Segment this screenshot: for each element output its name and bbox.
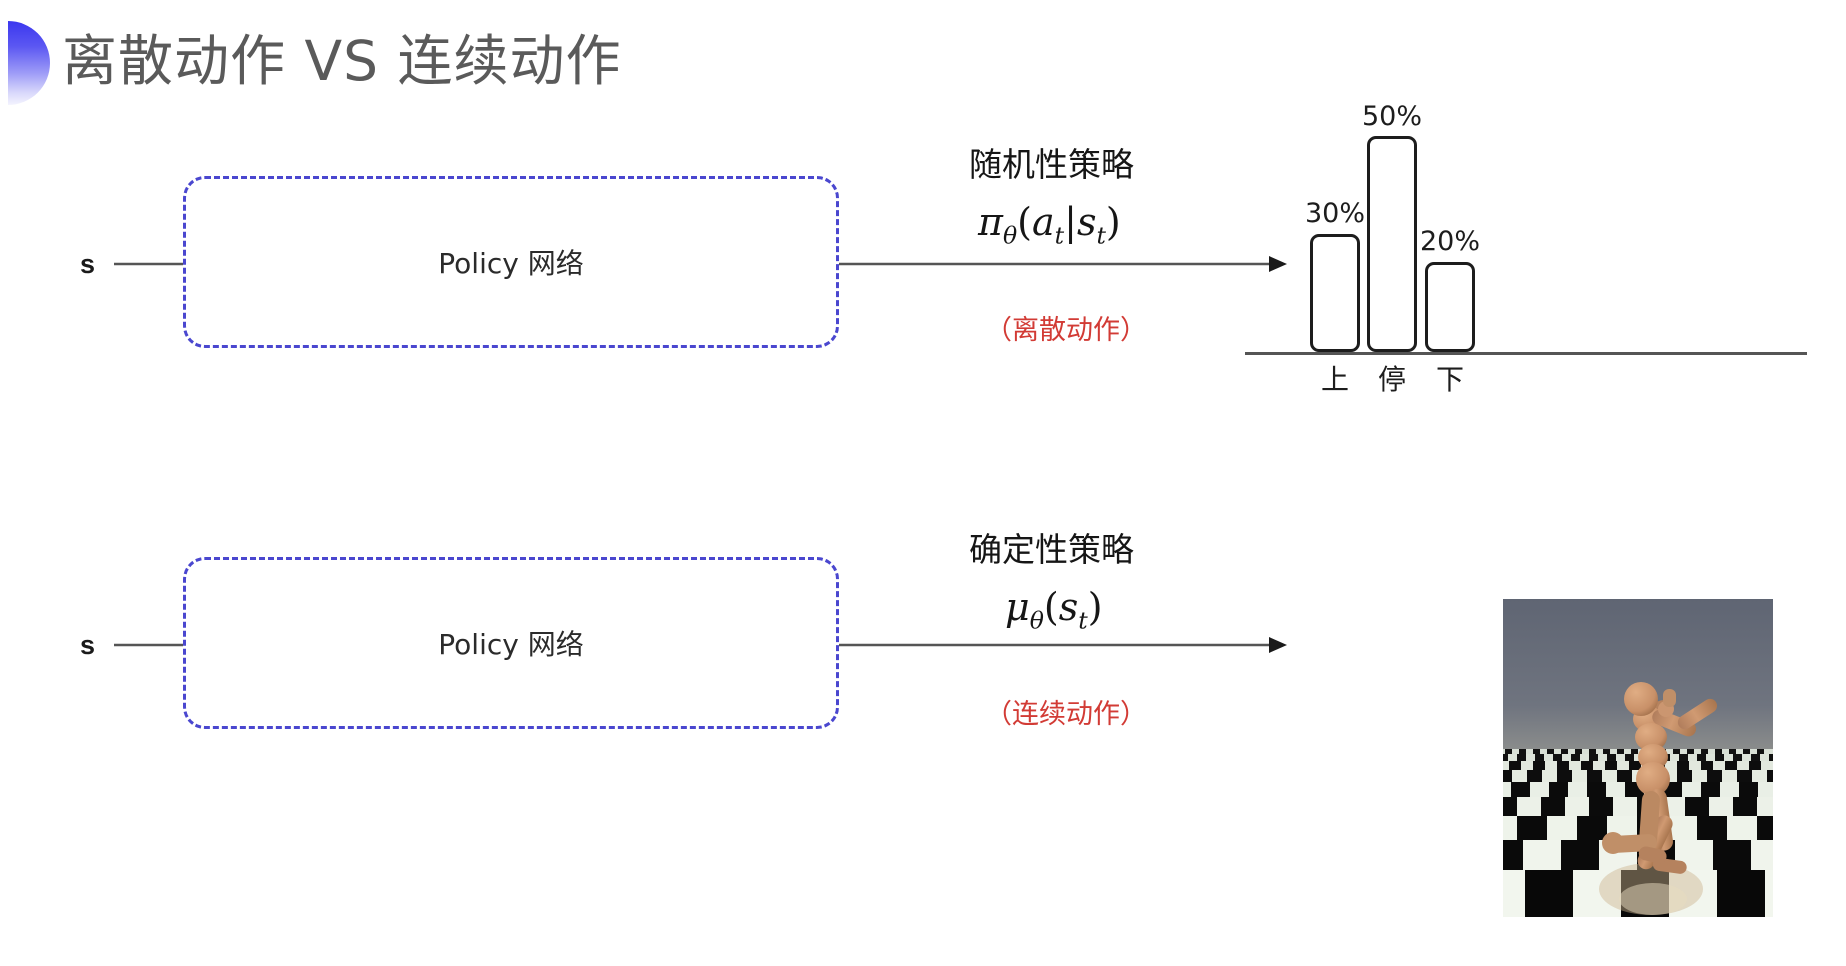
bar-1 (1367, 136, 1417, 352)
arrow-policy-to-output-continuous (839, 637, 1287, 653)
formula-arg1: s (1058, 585, 1079, 629)
formula-discrete: πθ(at|st) (978, 200, 1121, 250)
policy-network-box-discrete[interactable]: Policy 网络 (183, 176, 839, 348)
humanoid-simulation-svg (1503, 599, 1773, 917)
action-note-discrete: （离散动作） (985, 315, 1147, 346)
checkerboard-floor (1503, 749, 1773, 917)
page-title: 离散动作 VS 连续动作 (62, 29, 622, 93)
policy-kind-discrete: 随机性策略 (969, 145, 1134, 184)
humanoid-simulation-image (1503, 599, 1773, 917)
title-bullet-decoration (8, 21, 50, 105)
bar-category-1: 停 (1377, 363, 1406, 396)
formula-continuous: μθ(st) (1005, 585, 1103, 635)
policy-network-label-discrete: Policy 网络 (438, 247, 584, 280)
formula-base: π (978, 200, 1003, 244)
humanoid-figure (1602, 682, 1718, 874)
state-label-discrete: s (80, 249, 96, 279)
formula-given-bar: | (1064, 200, 1077, 244)
policy-network-box-continuous[interactable]: Policy 网络 (183, 557, 839, 729)
arrow-policy-to-output-discrete (839, 256, 1287, 272)
formula-open-paren: ( (1043, 585, 1059, 629)
formula-base-sub: θ (1029, 606, 1044, 635)
state-label-continuous: s (80, 630, 96, 660)
formula-close-paren: ) (1105, 200, 1121, 244)
bar-value-0: 30% (1304, 198, 1365, 229)
formula-close-paren: ) (1087, 585, 1103, 629)
action-note-continuous: （连续动作） (985, 699, 1147, 730)
policy-kind-continuous: 确定性策略 (969, 530, 1134, 569)
formula-arg1-sub: t (1078, 606, 1088, 635)
formula-arg1: a (1032, 200, 1055, 244)
policy-network-label-continuous: Policy 网络 (438, 628, 584, 661)
formula-arg2: s (1076, 200, 1097, 244)
probability-bar-chart: 30% 上 50% 停 20% 下 (1245, 96, 1810, 396)
bar-0 (1310, 234, 1360, 352)
bar-category-0: 上 (1320, 363, 1349, 396)
bar-value-1: 50% (1361, 101, 1422, 132)
formula-arg1-sub: t (1054, 221, 1065, 250)
chart-baseline (1245, 352, 1807, 355)
formula-open-paren: ( (1017, 200, 1032, 244)
bar-category-2: 下 (1435, 363, 1464, 396)
formula-base-sub: θ (1002, 221, 1018, 250)
bar-value-2: 20% (1419, 226, 1480, 257)
formula-arg2-sub: t (1096, 221, 1106, 250)
formula-base: μ (1005, 585, 1030, 629)
bar-2 (1425, 262, 1475, 352)
